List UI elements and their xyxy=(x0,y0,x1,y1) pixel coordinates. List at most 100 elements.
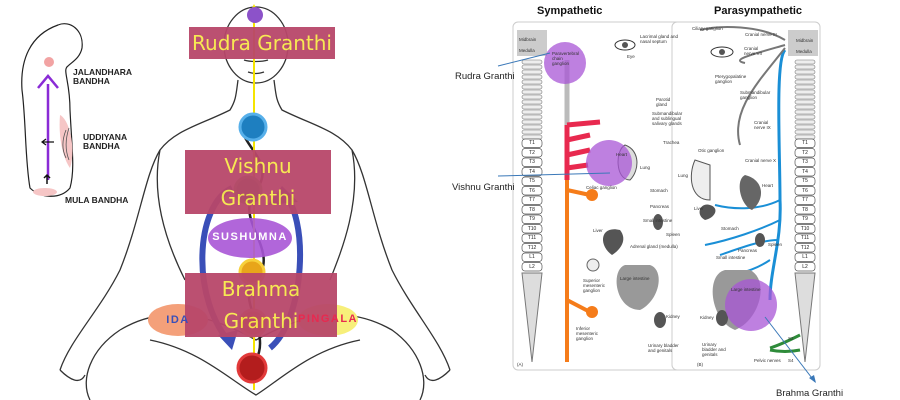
cervical-vertebra xyxy=(794,129,816,135)
brahma-highlight-circle xyxy=(725,279,777,331)
p-cn9: Cranial nerve IX xyxy=(754,120,771,130)
sacrum xyxy=(521,272,543,363)
vagus-nerve xyxy=(768,48,787,301)
vertebra-t4 xyxy=(521,167,543,177)
s-salivary: Submandibular and sublingual salivary gl… xyxy=(652,111,683,126)
s-stomach: Stomach xyxy=(650,188,668,193)
p-cn3: Cranial nerve III xyxy=(745,32,777,37)
vertebra-t3 xyxy=(794,157,816,167)
sushumna-label: SUSHUMNA xyxy=(212,231,288,243)
p-pterygopalatine: Pterygopalatine ganglion xyxy=(715,74,747,84)
sympathetic-title: Sympathetic xyxy=(537,5,603,17)
superior-mesenteric-ganglion xyxy=(586,258,600,272)
cervical-vertebra xyxy=(794,79,816,85)
sympathetic-organs xyxy=(602,39,666,328)
s-superior-mesenteric: Superior mesenteric ganglion xyxy=(583,278,606,293)
vertebra-t7 xyxy=(521,195,543,205)
p-otic: Otic ganglion xyxy=(698,148,725,153)
p-ciliary: Ciliary ganglion xyxy=(692,26,723,31)
vertebra-t9 xyxy=(521,214,543,224)
uddiyana-line2: BANDHA xyxy=(83,141,120,151)
vertebra-t6 xyxy=(794,186,816,196)
s-celiac: Celiac ganglion xyxy=(586,185,617,190)
cervical-vertebra xyxy=(794,59,816,65)
vertebra-t3 xyxy=(521,157,543,167)
vertebra-label: T1 xyxy=(802,140,808,146)
cervical-vertebra xyxy=(794,119,816,125)
spine-right xyxy=(794,59,816,363)
jalandhara-line2: BANDHA xyxy=(73,76,110,86)
uddiyana-line1: UDDIYANA xyxy=(83,132,128,142)
rudra-highlight-circle xyxy=(544,42,586,84)
cervical-vertebra xyxy=(521,59,543,65)
vertebra-t8 xyxy=(521,205,543,215)
cervical-vertebra xyxy=(521,69,543,75)
rudra-granthi-label: Rudra Granthi xyxy=(189,27,335,59)
s-panel-label: (A) xyxy=(517,362,523,367)
cervical-vertebra xyxy=(794,84,816,90)
vertebra-label: T1 xyxy=(529,140,535,146)
p-stomach: Stomach xyxy=(721,226,739,231)
vertebra-label: T7 xyxy=(529,197,535,203)
vertebra-label: L1 xyxy=(529,254,535,260)
s-inferior-mesenteric: Inferior mesenteric ganglion xyxy=(576,326,599,341)
s-adrenal: Adrenal gland (medulla) xyxy=(630,244,678,249)
vertebra-l2 xyxy=(794,262,816,272)
vertebra-label: T3 xyxy=(529,159,535,165)
vertebra-label: T6 xyxy=(802,187,808,194)
cervical-vertebra xyxy=(521,64,543,70)
vertebra-t2 xyxy=(794,148,816,158)
p-midbrain: Midbrain xyxy=(796,38,814,43)
throat-chakra-icon xyxy=(238,112,268,142)
jalandhara-line1: JALANDHARA xyxy=(73,67,133,77)
vertebra-label: T3 xyxy=(802,159,808,165)
p-submandibular: Submandibular ganglion xyxy=(740,90,771,100)
p-s4: S4 xyxy=(788,358,794,363)
rudra-granthi-callout: Rudra Granthi xyxy=(455,71,515,82)
s-kidney: Kidney xyxy=(666,314,680,319)
brainstem-right xyxy=(788,30,818,56)
vertebra-t5 xyxy=(521,176,543,186)
cervical-vertebra xyxy=(794,99,816,105)
parasympathetic-title: Parasympathetic xyxy=(714,5,803,17)
vertebra-label: T4 xyxy=(529,168,535,175)
vertebra-t10 xyxy=(794,224,816,234)
p-spleen: Spleen xyxy=(768,242,783,247)
s-liver: Liver xyxy=(593,228,603,233)
p-lung: Lung xyxy=(678,173,689,178)
p-large-intestine: Large intestine xyxy=(731,287,761,292)
vertebra-t7 xyxy=(794,195,816,205)
cervical-vertebra xyxy=(794,74,816,80)
p-kidney: Kidney xyxy=(700,315,714,320)
vertebra-t12 xyxy=(521,243,543,253)
cervical-vertebra xyxy=(521,114,543,120)
throat-lock-dot xyxy=(44,57,54,67)
cranial-nerves xyxy=(699,26,786,146)
s-bladder: Urinary bladder and genitals xyxy=(648,343,679,353)
brahma-callout-line xyxy=(764,316,816,383)
s-heart: Heart xyxy=(616,152,628,157)
cervical-vertebra xyxy=(521,79,543,85)
s-midbrain: Midbrain xyxy=(519,37,537,42)
vertebra-t6 xyxy=(521,186,543,196)
cervical-vertebra xyxy=(521,129,543,135)
s-parotid: Parotid gland xyxy=(656,97,671,107)
s-large-intestine: Large intestine xyxy=(620,276,650,281)
s-trachea: Trachea xyxy=(663,140,680,145)
vertebra-t11 xyxy=(794,233,816,243)
vertebra-t1 xyxy=(794,138,816,148)
cervical-vertebra xyxy=(521,104,543,110)
cervical-vertebra xyxy=(794,104,816,110)
cervical-vertebra xyxy=(794,134,816,140)
vertebra-t11 xyxy=(521,233,543,243)
p-s2: S2 xyxy=(788,336,794,341)
inferior-mesenteric-ganglion xyxy=(586,306,598,318)
vertebra-label: T2 xyxy=(529,149,535,156)
vertebra-label: T9 xyxy=(529,216,535,222)
vertebra-l1 xyxy=(794,252,816,262)
vishnu-callout-line xyxy=(497,172,611,177)
cervical-vertebra xyxy=(521,119,543,125)
p-bladder: Urinary bladder and genitals xyxy=(702,342,726,357)
